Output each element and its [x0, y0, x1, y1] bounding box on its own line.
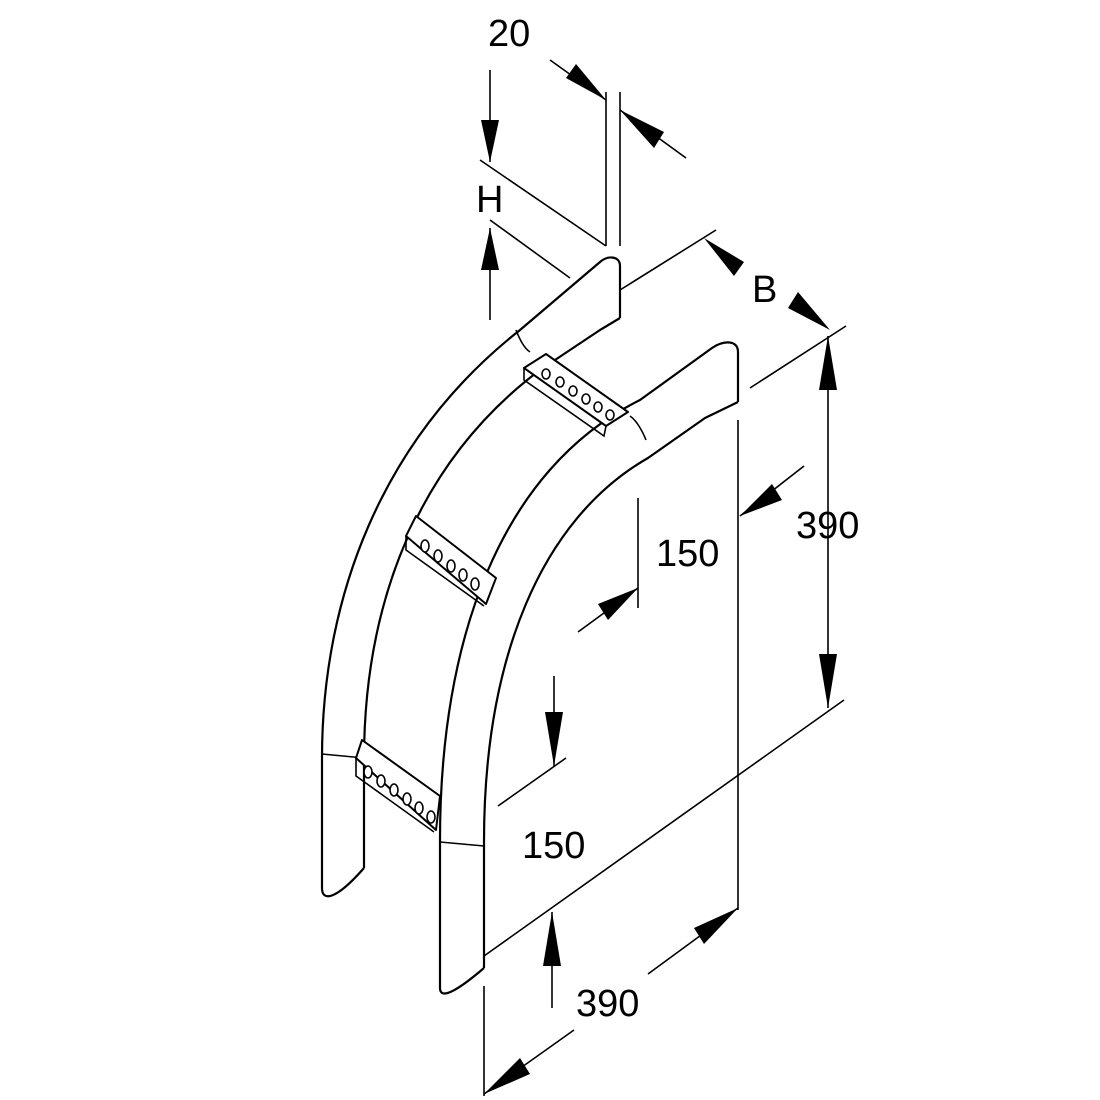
left-rail-bottom-cap: [320, 867, 365, 898]
dimension-lines: [479, 59, 847, 1096]
right-rail-inner-edge: [482, 401, 739, 968]
right-rail-joint-upper: [629, 415, 647, 441]
label-height: H: [476, 179, 503, 221]
right-rail-outer-edge: [438, 341, 740, 988]
left-rail-joint-upper: [515, 329, 531, 353]
dim-vertical-390: [483, 336, 845, 957]
label-rail-width: 20: [488, 13, 530, 55]
label-lower-straight: 150: [522, 825, 585, 867]
rung-middle: [405, 515, 497, 607]
right-rail-joint-lower: [439, 841, 485, 847]
dim-height: [479, 70, 607, 320]
dim-rail-width: [549, 59, 687, 246]
rung-bottom: [355, 739, 441, 833]
right-rail-bottom-cap: [438, 967, 485, 995]
label-vertical-size: 390: [796, 505, 859, 547]
label-horizontal-size: 390: [576, 983, 639, 1025]
label-upper-straight: 150: [656, 533, 719, 575]
dim-lower-straight: [497, 676, 567, 1008]
rung-top: [523, 353, 629, 438]
dim-upper-straight: [577, 465, 805, 633]
label-tray-width: B: [752, 269, 777, 311]
dim-horizontal-390: [483, 907, 739, 1096]
ladder-bend: [320, 256, 740, 995]
left-rail-outer-edge: [320, 256, 622, 888]
dim-width: [619, 229, 847, 389]
dimension-labels: 20 H B 390 150 150 390: [476, 13, 859, 1025]
